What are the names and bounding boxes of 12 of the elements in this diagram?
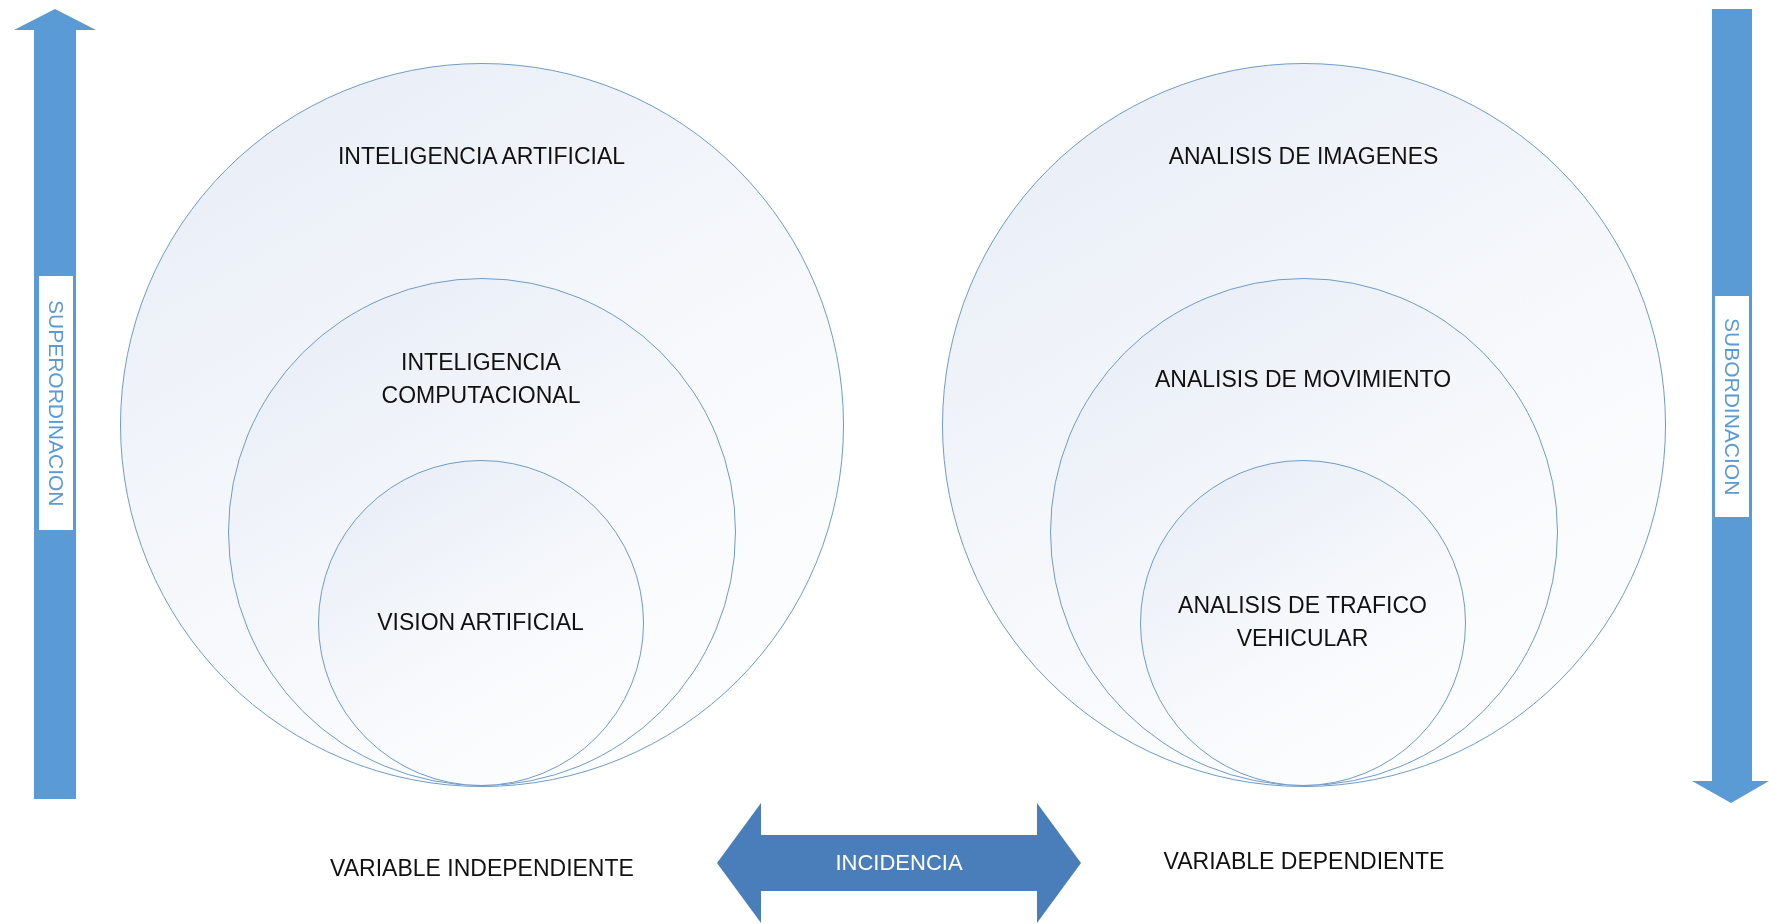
axis-label: SUPERORDINACION [39, 276, 73, 530]
double-arrow [717, 803, 1081, 923]
variable-label: VARIABLE DEPENDIENTE [1162, 847, 1446, 877]
variable-label: VARIABLE INDEPENDIENTE [329, 854, 635, 884]
circle-label: INTELIGENCIA COMPUTACIONAL [380, 347, 582, 410]
circle-label: ANALISIS DE IMAGENES [1167, 141, 1440, 171]
circle-label: VISION ARTIFICIAL [376, 607, 585, 637]
circle-label: ANALISIS DE MOVIMIENTO [1153, 365, 1453, 395]
circle-label: INTELIGENCIA ARTIFICIAL [336, 141, 627, 171]
axis-label: SUBORDINACION [1715, 296, 1749, 517]
circle-label: ANALISIS DE TRAFICO VEHICULAR [1177, 590, 1428, 653]
edge-label: INCIDENCIA [835, 850, 963, 876]
